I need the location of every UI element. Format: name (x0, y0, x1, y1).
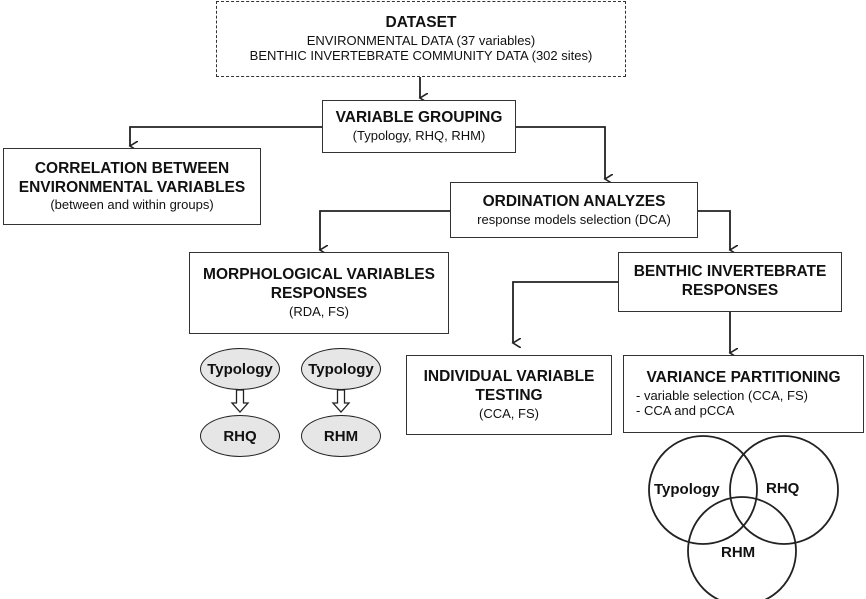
individual-sub: (CCA, FS) (479, 405, 539, 421)
dataset-line1: ENVIRONMENTAL DATA (37 variables) (306, 32, 536, 48)
grouping-sub: (Typology, RHQ, RHM) (352, 128, 486, 144)
arrow-benthic-individual (513, 281, 618, 343)
morph-title1: MORPHOLOGICAL VARIABLES (203, 266, 435, 284)
arrow-grouping-correlation (130, 126, 322, 146)
individual-title2: TESTING (475, 387, 543, 405)
morph-ellipse-rhq: RHQ (200, 415, 280, 457)
individual-testing-box: INDIVIDUAL VARIABLE TESTING (CCA, FS) (406, 355, 612, 435)
correlation-box: CORRELATION BETWEEN ENVIRONMENTAL VARIAB… (3, 148, 261, 225)
morph-ellipse-typology-left: Typology (200, 348, 280, 390)
individual-title1: INDIVIDUAL VARIABLE (423, 368, 595, 386)
grouping-title: VARIABLE GROUPING (335, 109, 503, 127)
variance-partitioning-box: VARIANCE PARTITIONING - variable selecti… (623, 355, 864, 433)
benthic-box: BENTHIC INVERTEBRATE RESPONSES (618, 252, 842, 312)
variance-item1: - variable selection (CCA, FS) (636, 387, 808, 403)
hollow-arrow-right (331, 389, 351, 413)
correlation-title1: CORRELATION BETWEEN (34, 159, 230, 177)
venn-label-rhm: RHM (721, 544, 756, 561)
variable-grouping-box: VARIABLE GROUPING (Typology, RHQ, RHM) (322, 100, 516, 153)
venn-label-rhq: RHQ (766, 480, 800, 497)
variance-item2: - CCA and pCCA (636, 403, 735, 419)
morph-title2: RESPONSES (270, 285, 368, 303)
correlation-title2: ENVIRONMENTAL VARIABLES (18, 178, 246, 196)
variance-list: - variable selection (CCA, FS) - CCA and… (624, 388, 808, 420)
venn-circle-rhq (729, 435, 839, 545)
ordination-box: ORDINATION ANALYZES response models sele… (450, 182, 698, 238)
morph-ellipse-typology-right: Typology (301, 348, 381, 390)
dataset-title: DATASET (385, 13, 457, 31)
venn-circle-rhm (687, 496, 797, 599)
arrow-ordination-morph (320, 210, 450, 250)
ordination-title: ORDINATION ANALYZES (482, 192, 666, 210)
arrow-grouping-ordination (516, 126, 605, 179)
venn-label-typology: Typology (654, 481, 720, 498)
benthic-title1: BENTHIC INVERTEBRATE (633, 263, 827, 281)
benthic-title2: RESPONSES (681, 282, 779, 299)
correlation-sub: (between and within groups) (50, 197, 214, 213)
variance-title: VARIANCE PARTITIONING (646, 368, 841, 386)
dataset-box: DATASET ENVIRONMENTAL DATA (37 variables… (216, 1, 626, 77)
venn-circle-typology (648, 435, 758, 545)
hollow-arrow-left (230, 389, 250, 413)
dataset-line2: BENTHIC INVERTEBRATE COMMUNITY DATA (302… (249, 48, 593, 64)
morph-ellipse-rhm: RHM (301, 415, 381, 457)
morph-sub: (RDA, FS) (289, 303, 349, 319)
ordination-sub: response models selection (DCA) (477, 211, 671, 227)
morphological-box: MORPHOLOGICAL VARIABLES RESPONSES (RDA, … (189, 252, 449, 334)
arrow-ordination-benthic (698, 210, 730, 250)
